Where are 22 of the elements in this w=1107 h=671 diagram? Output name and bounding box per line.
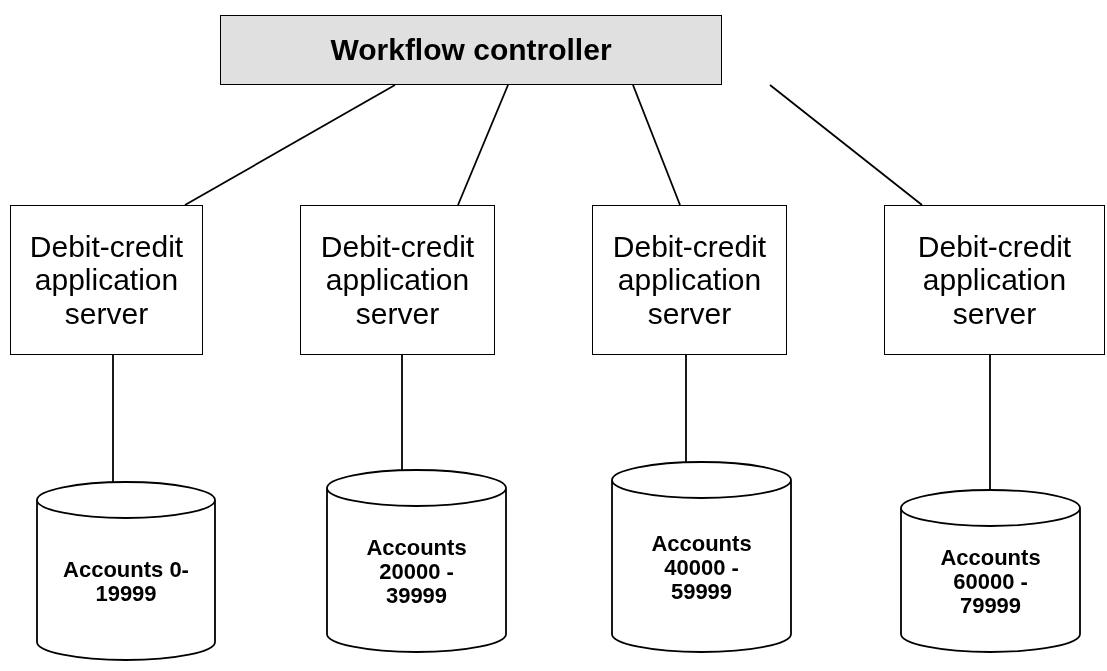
database-label: Accounts 60000 - 79999 — [939, 545, 1042, 619]
server-box — [592, 205, 787, 355]
box-label: Workflow controller — [330, 33, 612, 67]
connector-line — [989, 354, 991, 491]
connector-line — [401, 354, 403, 471]
connector-line — [112, 354, 114, 483]
server-box — [300, 205, 495, 355]
database-label: Accounts 40000 - 59999 — [650, 531, 753, 605]
database-label: Accounts 20000 - 39999 — [365, 535, 468, 609]
connector-line — [685, 354, 687, 463]
server-box — [10, 205, 203, 355]
connector-line — [632, 84, 681, 206]
box-label: Debit-credit application server — [611, 229, 768, 331]
database-label: Accounts 0-19999 — [62, 557, 190, 607]
controller-box — [220, 15, 722, 85]
connector-line — [769, 84, 923, 206]
box-label: Debit-credit application server — [319, 229, 476, 331]
connector-line — [457, 84, 509, 206]
box-label: Debit-credit application server — [28, 229, 185, 331]
server-box — [884, 205, 1105, 355]
connector-line — [184, 84, 396, 206]
box-label: Debit-credit application server — [916, 229, 1073, 331]
